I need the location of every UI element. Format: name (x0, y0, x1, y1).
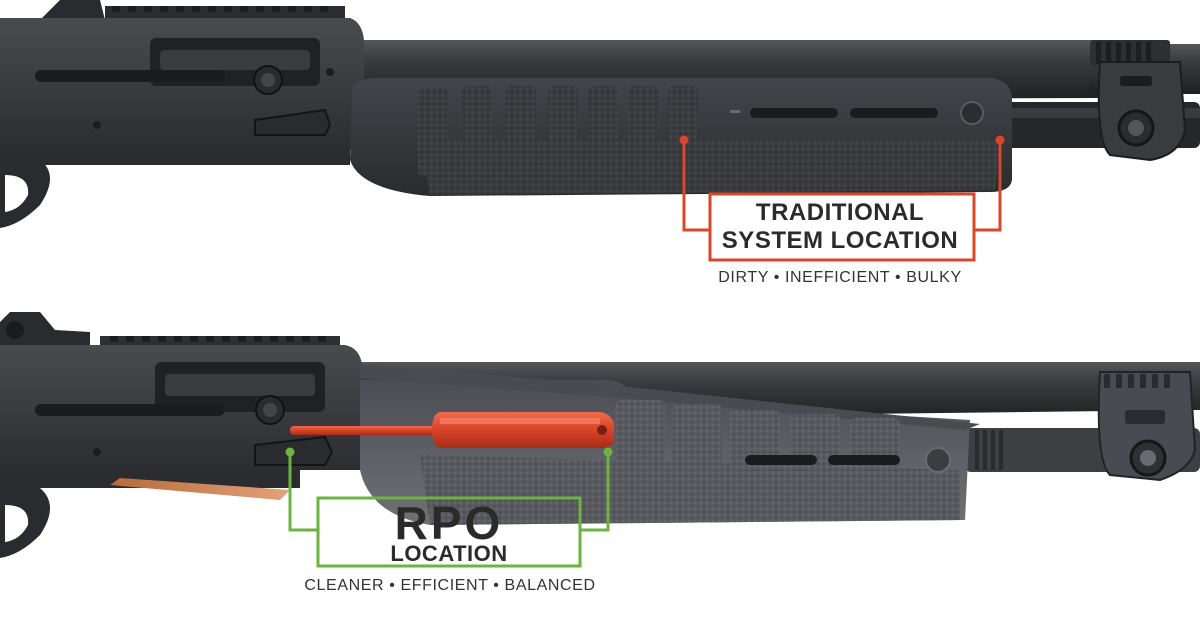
traditional-marker-left (679, 135, 689, 145)
rpo-callout-bracket (288, 452, 610, 568)
rpo-title-line1: RPO (394, 497, 504, 549)
rpo-rod-image (290, 412, 614, 448)
rpo-marker-left (285, 447, 295, 457)
traditional-marker-right (995, 135, 1005, 145)
traditional-title-line1: TRADITIONAL (755, 199, 925, 226)
rpo-title-line2: LOCATION (390, 541, 508, 566)
rpo-marker-right (603, 447, 613, 457)
traditional-callout-bracket (682, 140, 1002, 262)
upper-shotgun-image (0, 0, 1200, 228)
traditional-subtitle: DIRTY • INEFFICIENT • BULKY (718, 269, 962, 286)
traditional-title-line2: SYSTEM LOCATION (721, 227, 959, 254)
rpo-subtitle: CLEANER • EFFICIENT • BALANCED (304, 577, 596, 594)
